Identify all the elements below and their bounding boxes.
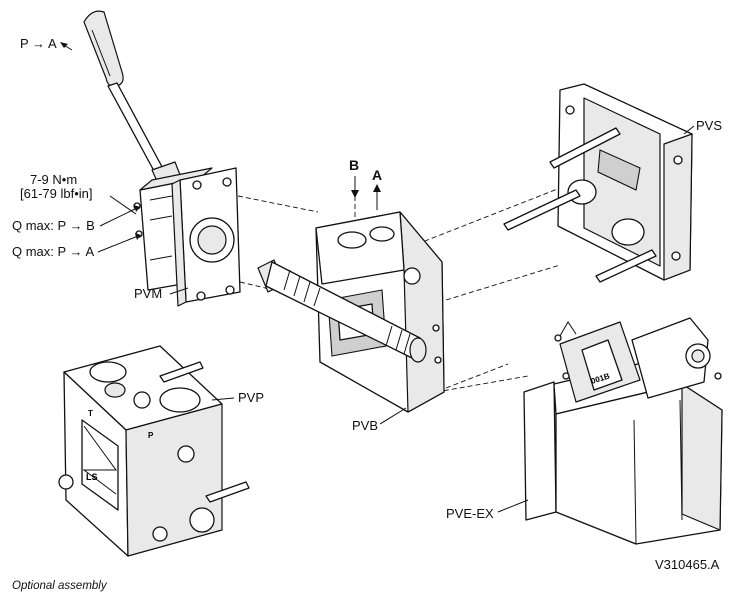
- label-pvp: PVP: [238, 390, 265, 405]
- label-p-to-a-top: P → A: [20, 36, 57, 51]
- label-torque-line1: 7-9 N•m: [30, 172, 78, 187]
- label-torque-line2: [61-79 lbf•in]: [20, 186, 93, 201]
- port-arrows: [351, 176, 381, 210]
- pvp-ls-marking: LS: [86, 472, 98, 482]
- pvp-module: [58, 345, 250, 557]
- caption-optional-assembly: Optional assembly: [12, 580, 107, 592]
- pvp-t-marking: T: [88, 409, 93, 418]
- pvm-body: [133, 167, 241, 307]
- label-pvb: PVB: [352, 418, 379, 433]
- leader-lines: [60, 42, 695, 513]
- label-pve-ex: PVE-EX: [446, 506, 494, 521]
- pvp-p-marking: P: [148, 431, 154, 440]
- label-qmax-p-to-a: Q max: P → A: [12, 244, 95, 259]
- label-pvm: PVM: [134, 286, 163, 301]
- pvb-spool: [257, 259, 427, 363]
- label-port-b: B: [349, 157, 360, 173]
- label-pvs: PVS: [696, 118, 723, 133]
- figure-reference: V310465.A: [655, 557, 720, 572]
- pvs-end-plate: [503, 83, 693, 283]
- label-port-a: A: [372, 167, 383, 183]
- pve-ex-actuator: [523, 317, 723, 545]
- label-qmax-p-to-b: Q max: P → B: [12, 218, 95, 233]
- pvm-lever: [83, 10, 183, 189]
